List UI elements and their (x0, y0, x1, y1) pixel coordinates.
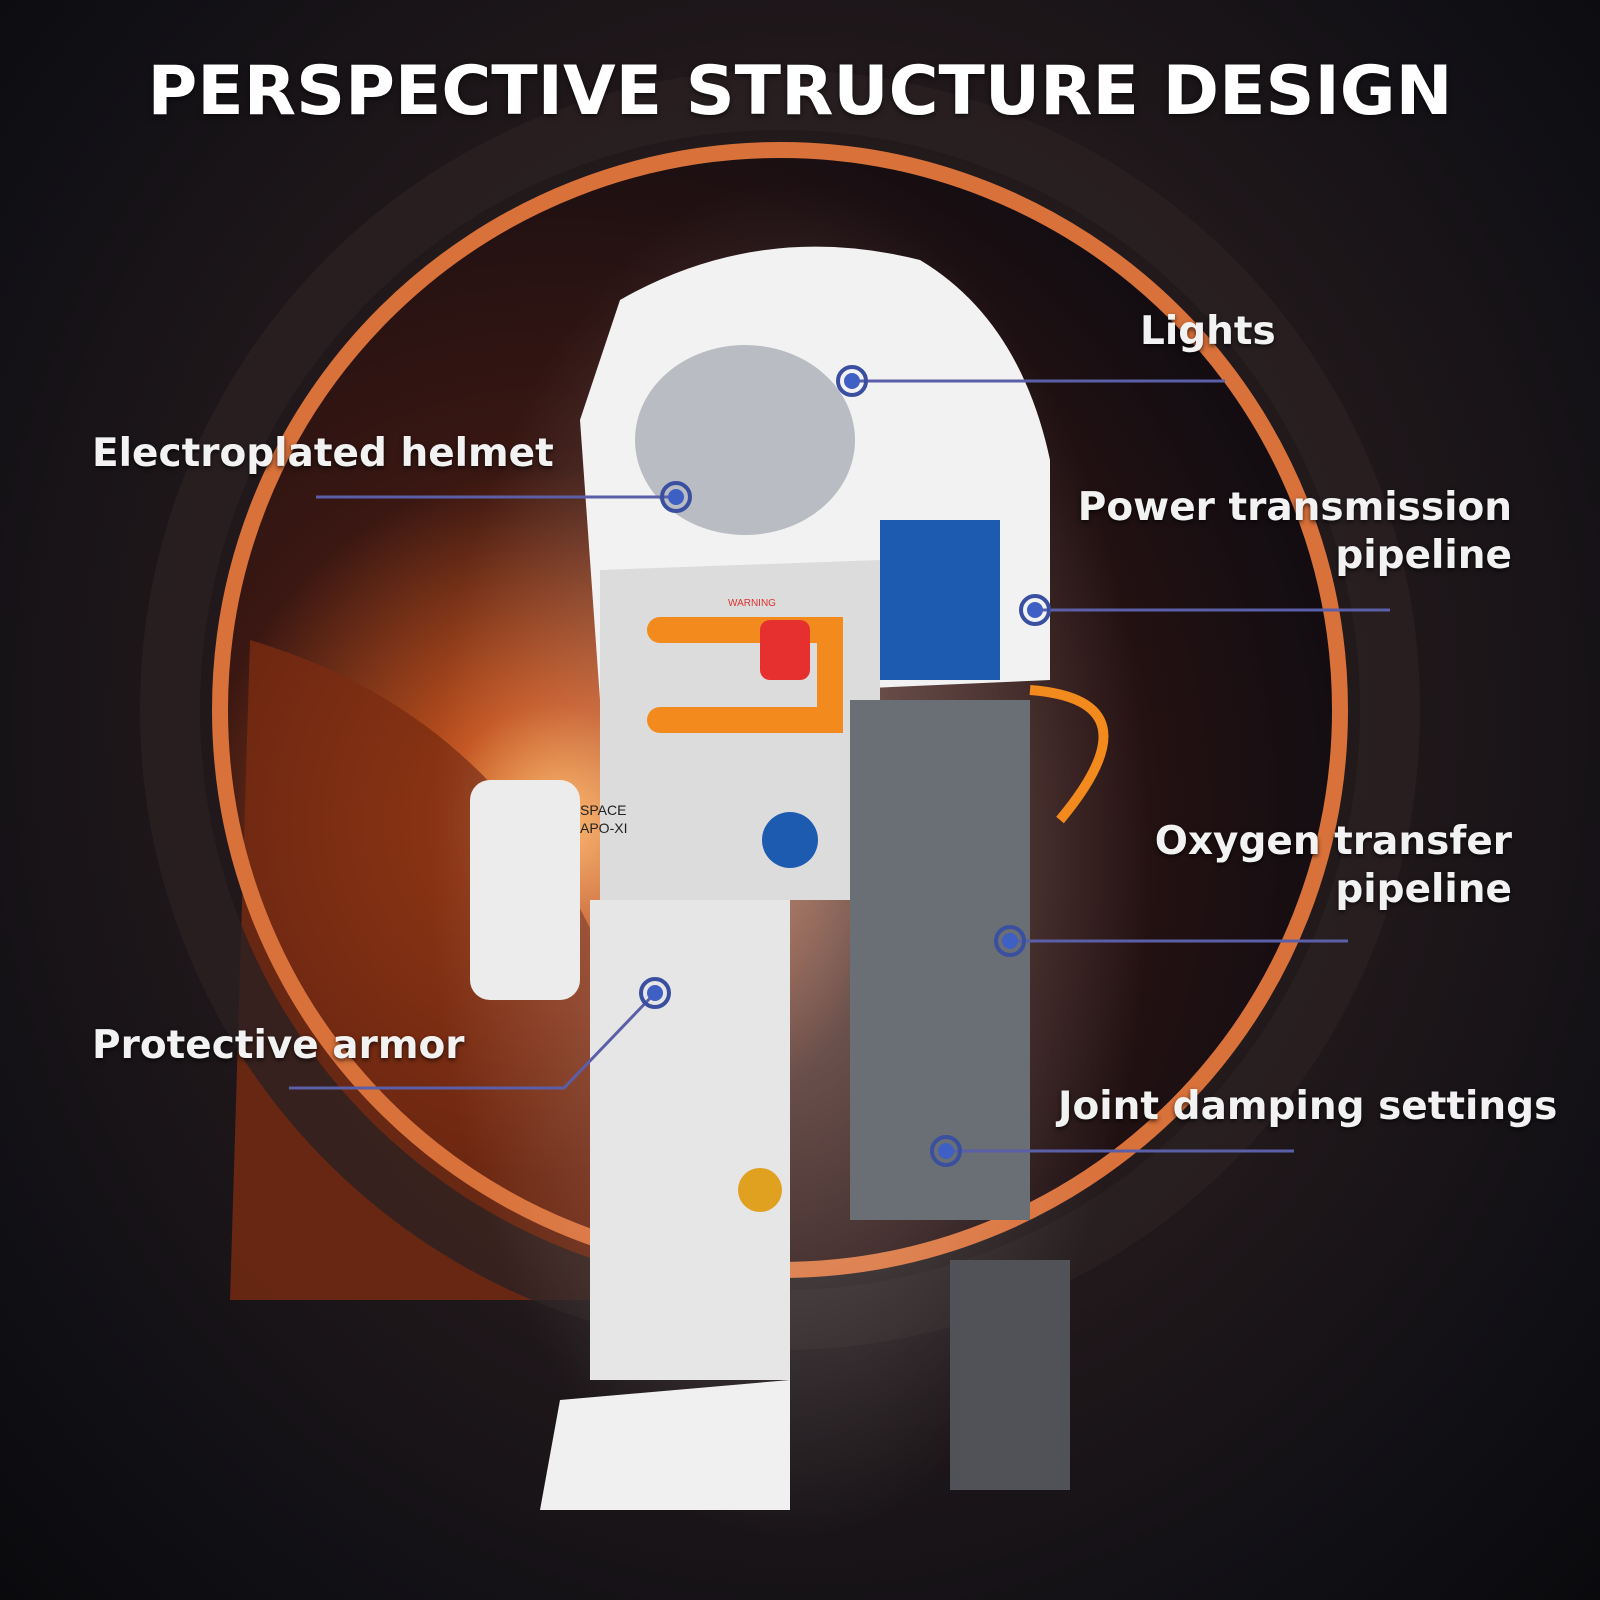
helmet-visor (635, 345, 855, 535)
power-dot-icon (1019, 594, 1051, 626)
callout-dots (639, 365, 1051, 1167)
label-oxygen: Oxygen transfer pipeline (1155, 818, 1512, 914)
oxygen-dot-icon (994, 925, 1026, 957)
armor-dot-icon (639, 977, 671, 1009)
helmet-dot-icon (660, 481, 692, 513)
page-title: PERSPECTIVE STRUCTURE DESIGN (147, 52, 1453, 131)
label-power: Power transmission pipeline (1078, 484, 1512, 580)
joint-dot-icon (930, 1135, 962, 1167)
armor-leader-line (289, 991, 657, 1090)
label-joint: Joint damping settings (1058, 1084, 1558, 1129)
label-oxygen-line-2: pipeline (1335, 867, 1512, 912)
lights-dot-icon (836, 365, 868, 397)
label-power-line-1: Power transmission (1077, 485, 1512, 530)
label-armor: Protective armor (92, 1023, 465, 1068)
label-lights: Lights (1140, 309, 1276, 354)
badge-text-2: APO-XI (580, 820, 627, 836)
astronaut-figure: WARNING SPACE APO-XI (470, 246, 1109, 1510)
badge-text-1: SPACE (580, 802, 626, 818)
label-oxygen-line-1: Oxygen transfer (1154, 819, 1512, 864)
label-helmet: Electroplated helmet (92, 431, 554, 476)
chest-warning-text: WARNING (728, 598, 776, 609)
label-power-line-2: pipeline (1335, 533, 1512, 578)
